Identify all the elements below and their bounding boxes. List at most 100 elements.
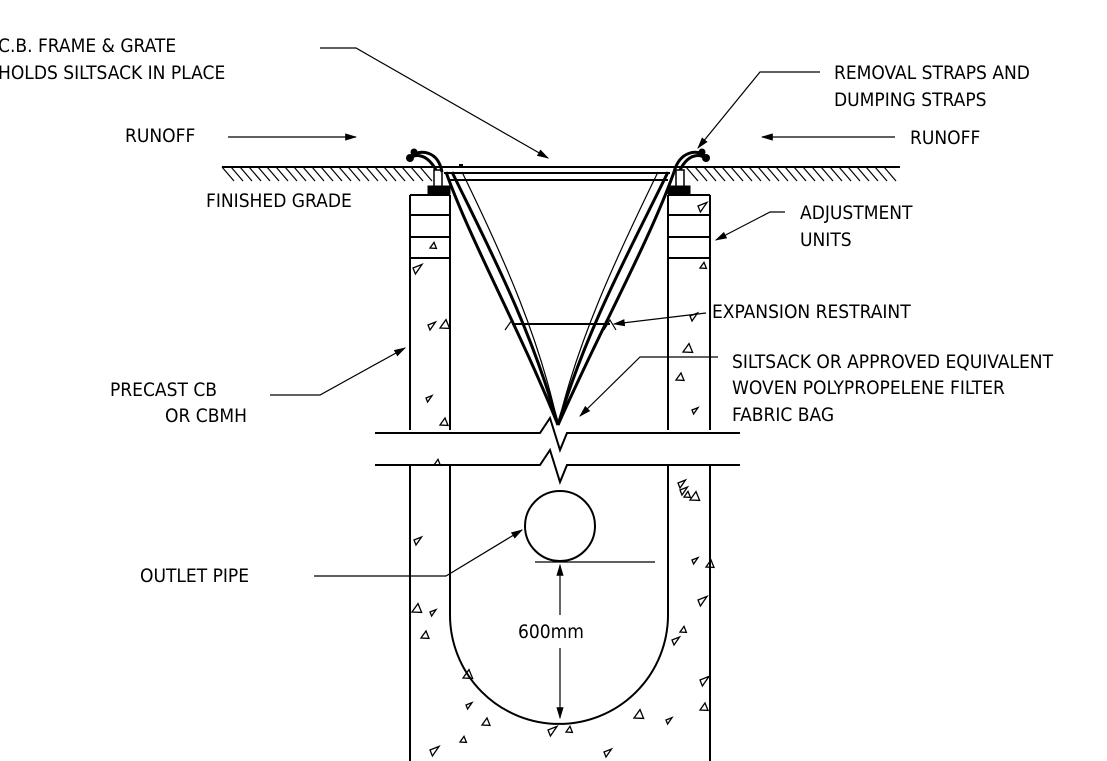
hatch-stroke <box>266 166 280 182</box>
label-straps-2: DUMPING STRAPS <box>834 89 986 111</box>
aggregate-mark <box>458 735 468 744</box>
hatch-stroke <box>329 166 343 182</box>
hatch-stroke <box>338 166 352 182</box>
label-siltsack-2: WOVEN POLYPROPELENE FILTER <box>732 377 1005 399</box>
concrete-aggregate <box>410 200 715 759</box>
hatch-stroke <box>221 166 235 182</box>
hatch-stroke <box>721 166 735 182</box>
aggregate-mark <box>438 318 451 330</box>
ground-hatch-right <box>685 166 897 182</box>
hatch-stroke <box>257 166 271 182</box>
aggregate-mark <box>429 744 441 758</box>
hatch-stroke <box>365 166 379 182</box>
hatch-stroke <box>356 166 370 182</box>
hatch-stroke <box>838 166 852 182</box>
label-dimension: 600mm <box>518 621 584 643</box>
hatch-stroke <box>275 166 289 182</box>
aggregate-mark <box>697 200 709 214</box>
hatch-stroke <box>302 166 316 182</box>
hatch-stroke <box>775 166 789 182</box>
label-siltsack-1: SILTSACK OR APPROVED EQUIVALENT <box>732 351 1054 373</box>
label-precast-1: PRECAST CB <box>110 379 217 401</box>
hatch-stroke <box>784 166 798 182</box>
label-runoff-left: RUNOFF <box>125 125 195 147</box>
hatch-stroke <box>392 166 406 182</box>
hatch-stroke <box>748 166 762 182</box>
hatch-stroke <box>248 166 262 182</box>
aggregate-mark <box>688 490 701 502</box>
frame-and-grate <box>427 164 691 195</box>
aggregate-mark <box>438 416 449 427</box>
hatch-stroke <box>374 166 388 182</box>
aggregate-mark <box>671 635 682 647</box>
aggregate-mark <box>410 602 423 614</box>
hatch-stroke <box>730 166 744 182</box>
hatch-stroke <box>311 166 325 182</box>
hatch-stroke <box>383 166 397 182</box>
hatch-stroke <box>802 166 816 182</box>
hatch-stroke <box>712 166 726 182</box>
hatch-stroke <box>847 166 861 182</box>
aggregate-mark <box>419 629 430 640</box>
aggregate-mark <box>665 716 674 726</box>
hatch-stroke <box>883 166 897 182</box>
label-frame-grate-2: HOLDS SILTSACK IN PLACE <box>0 62 225 84</box>
hatch-stroke <box>757 166 771 182</box>
label-frame-grate-1: C.B. FRAME & GRATE <box>0 35 176 57</box>
aggregate-mark <box>704 558 715 569</box>
label-precast-2: OR CBMH <box>165 405 247 427</box>
aggregate-mark <box>564 725 574 734</box>
aggregate-mark <box>679 485 690 497</box>
aggregate-mark <box>465 701 474 711</box>
aggregate-mark <box>691 406 700 416</box>
hatch-stroke <box>829 166 843 182</box>
hatch-stroke <box>874 166 888 182</box>
aggregate-mark <box>429 608 438 618</box>
hatch-stroke <box>739 166 753 182</box>
label-expansion-restraint: EXPANSION RESTRAINT <box>712 301 911 323</box>
aggregate-mark <box>632 708 645 720</box>
hatch-stroke <box>293 166 307 182</box>
hatch-stroke <box>410 166 424 182</box>
hatch-stroke <box>239 166 253 182</box>
label-finished-grade: FINISHED GRADE <box>206 190 352 212</box>
hatch-stroke <box>865 166 879 182</box>
hatch-stroke <box>793 166 807 182</box>
finished-grade-surface <box>221 166 900 182</box>
hatch-stroke <box>856 166 870 182</box>
aggregate-mark <box>432 458 442 467</box>
hatch-stroke <box>685 166 699 182</box>
aggregate-mark <box>698 261 708 270</box>
hatch-stroke <box>694 166 708 182</box>
hatch-stroke <box>347 166 361 182</box>
label-outlet-pipe: OUTLET PIPE <box>140 565 249 587</box>
aggregate-mark <box>697 594 709 608</box>
label-adjustment-1: ADJUSTMENT <box>800 202 913 224</box>
hatch-stroke <box>320 166 334 182</box>
aggregate-mark <box>480 716 491 727</box>
hatch-stroke <box>766 166 780 182</box>
text-labels: C.B. FRAME & GRATE HOLDS SILTSACK IN PLA… <box>0 35 1054 643</box>
removal-straps <box>406 148 710 173</box>
expansion-restraint <box>504 318 617 331</box>
aggregate-mark <box>699 674 711 688</box>
aggregate-mark <box>681 342 694 354</box>
label-siltsack-3: FABRIC BAG <box>732 404 834 426</box>
hatch-stroke <box>820 166 834 182</box>
ground-hatch-left <box>221 166 433 182</box>
aggregate-mark <box>682 490 692 499</box>
aggregate-mark <box>428 241 438 250</box>
hatch-stroke <box>401 166 415 182</box>
hatch-stroke <box>419 166 433 182</box>
hatch-stroke <box>703 166 717 182</box>
aggregate-mark <box>427 320 438 332</box>
aggregate-mark <box>677 478 688 490</box>
outlet-pipe <box>524 490 655 563</box>
siltsack-filter-bag <box>444 171 676 426</box>
aggregate-mark <box>547 724 559 738</box>
leader-lines <box>228 47 895 577</box>
label-adjustment-2: UNITS <box>800 229 852 251</box>
hatch-stroke <box>230 166 244 182</box>
